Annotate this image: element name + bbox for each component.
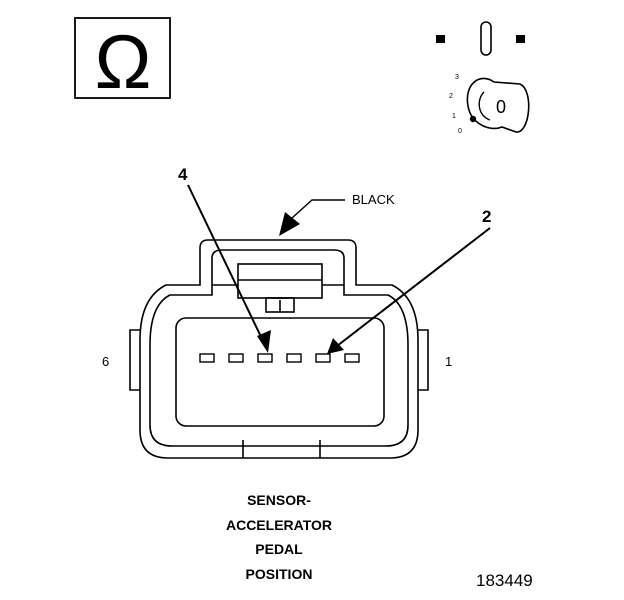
key-head	[466, 77, 530, 133]
connector-body	[129, 239, 429, 459]
title-line-3: PEDAL	[255, 541, 303, 557]
color-callout-label: BLACK	[352, 192, 395, 207]
probe-a-arrowhead	[257, 330, 271, 353]
probe-b-leader	[336, 227, 491, 347]
component-title: SENSOR- ACCELERATOR PEDAL POSITION	[226, 492, 332, 582]
figure-number: 183449	[476, 571, 533, 590]
connector-left-ear	[129, 329, 140, 391]
key-position-dot	[469, 115, 477, 123]
key-position-2: 2	[449, 93, 453, 100]
connector-inner-shell	[149, 249, 409, 447]
title-line-2: ACCELERATOR	[226, 517, 332, 533]
connector-right-ear	[418, 329, 429, 391]
pin-label-left: 6	[102, 354, 109, 369]
pin-terminal	[199, 353, 215, 363]
key-position-0: 0	[458, 128, 462, 135]
ohm-icon: Ω	[95, 20, 152, 105]
probe-callout-a: 4	[178, 165, 271, 353]
color-callout-arrowhead	[279, 212, 300, 236]
probe-a-label: 4	[178, 165, 188, 184]
probe-callout-b: 2	[327, 207, 491, 354]
pin-terminal	[286, 353, 302, 363]
probe-a-leader	[187, 184, 265, 344]
key-position-1: 1	[452, 113, 456, 120]
pin-terminal	[228, 353, 244, 363]
connector-pin-face	[175, 317, 385, 427]
ohmmeter-symbol: Ω	[74, 17, 171, 105]
key-slot-right	[516, 35, 525, 43]
probe-b-label: 2	[482, 207, 491, 226]
color-callout-leader	[291, 199, 345, 219]
probe-b-arrowhead	[327, 338, 344, 354]
pin-terminal	[257, 353, 273, 363]
pin-terminal	[315, 353, 331, 363]
key-current-position: 0	[496, 97, 506, 117]
pin-terminal	[344, 353, 360, 363]
ohm-box	[74, 17, 171, 99]
connector-outer-shell	[139, 239, 419, 459]
title-line-4: POSITION	[246, 566, 313, 582]
key-inner	[478, 91, 491, 121]
title-line-1: SENSOR-	[247, 492, 311, 508]
key-slot-left	[436, 35, 445, 43]
key-position-3: 3	[455, 74, 459, 81]
color-callout: BLACK	[279, 192, 395, 236]
connector-latch	[237, 263, 323, 299]
pin-label-right: 1	[445, 354, 452, 369]
pin-terminals	[199, 353, 360, 363]
ignition-key-icon: 3 2 1 0 0	[436, 21, 530, 135]
key-slot-center	[480, 21, 492, 56]
